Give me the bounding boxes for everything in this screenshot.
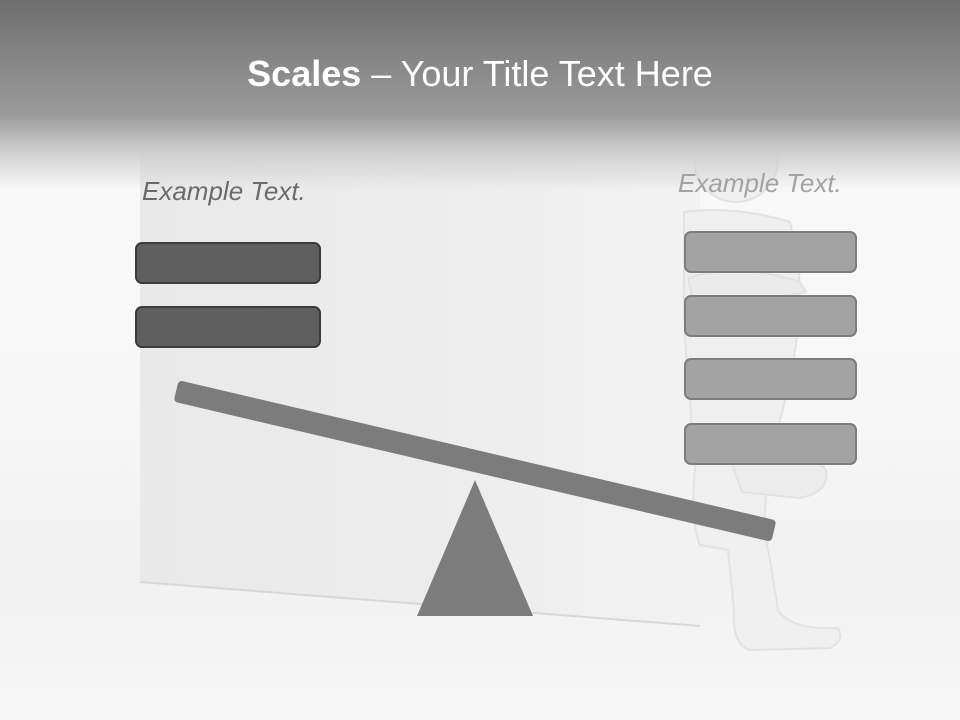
right-text-box-1[interactable] [684, 231, 857, 273]
right-text-box-4[interactable] [684, 423, 857, 465]
title-bold-part: Scales [247, 53, 362, 94]
title-banner [0, 0, 960, 190]
left-text-box-1[interactable] [135, 242, 321, 284]
right-text-box-3[interactable] [684, 358, 857, 400]
seesaw-fulcrum [417, 480, 533, 616]
right-text-box-2[interactable] [684, 295, 857, 337]
right-example-text: Example Text. [678, 168, 842, 198]
slide-title: Scales – Your Title Text Here [0, 52, 960, 96]
left-text-box-2[interactable] [135, 306, 321, 348]
wall-base-edge [139, 581, 701, 627]
left-example-text: Example Text. [142, 176, 306, 206]
title-rest-part: – Your Title Text Here [361, 53, 713, 94]
seesaw-plank [174, 380, 776, 542]
